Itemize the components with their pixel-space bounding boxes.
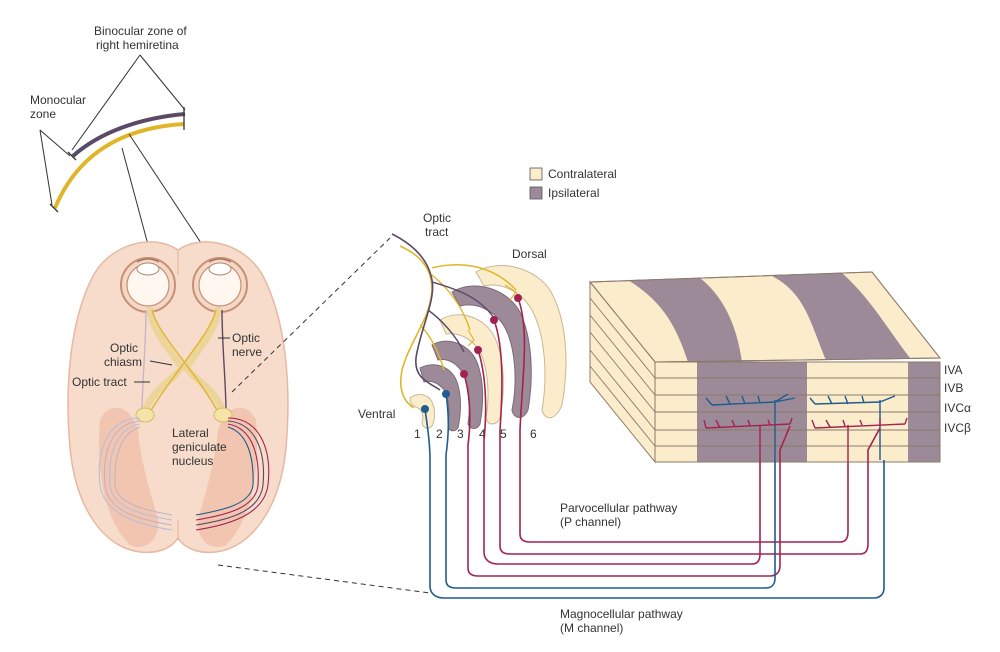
magnocellular-label-2: (M channel) bbox=[560, 621, 623, 635]
magnocellular-label-1: Magnocellular pathway bbox=[560, 607, 683, 621]
dorsal-label: Dorsal bbox=[512, 247, 547, 261]
contralateral-fiber bbox=[399, 245, 433, 409]
legend-swatch-ipsilateral bbox=[529, 186, 543, 200]
lgn-label-2: geniculate bbox=[172, 440, 227, 454]
left-optic-radiation bbox=[98, 417, 173, 531]
parvocellular-pathway bbox=[463, 297, 881, 577]
binocular-zone-arc bbox=[71, 112, 186, 158]
lgn-label-1: Lateral bbox=[172, 426, 209, 440]
cortex-layer-ivc-beta: IVCβ bbox=[944, 421, 971, 435]
optic-nerve-label-1: Optic bbox=[232, 331, 260, 345]
ocular-dominance-stripe-1 bbox=[628, 278, 742, 362]
layer-number-2: 2 bbox=[436, 427, 443, 441]
legend-label-ipsilateral: Ipsilateral bbox=[548, 186, 599, 200]
optic-tract-lgn-label-1: Optic bbox=[423, 211, 451, 225]
layer-number-5: 5 bbox=[500, 427, 507, 441]
layer-number-labels: 1 2 3 4 5 6 bbox=[414, 427, 537, 441]
cortex-block bbox=[588, 271, 942, 464]
right-optic-radiation bbox=[195, 417, 270, 531]
layer-number-4: 4 bbox=[479, 427, 486, 441]
lgn-layer-5 bbox=[451, 285, 532, 418]
legend-label-contralateral: Contralateral bbox=[548, 167, 617, 181]
brain-outline bbox=[67, 241, 289, 554]
ventral-label: Ventral bbox=[358, 407, 395, 421]
cortex-layer-ivb: IVB bbox=[944, 381, 963, 395]
parvo-arbors bbox=[703, 417, 908, 462]
legend-swatch-contralateral bbox=[529, 167, 543, 181]
left-eye bbox=[120, 257, 176, 313]
lgn-layer-6 bbox=[475, 265, 567, 419]
left-temporal-region bbox=[99, 407, 159, 548]
cortex-layer-ivc-alpha: IVCα bbox=[944, 401, 971, 415]
monocular-zone-label-1: Monocular bbox=[30, 93, 86, 107]
layer-number-3: 3 bbox=[457, 427, 464, 441]
cortex-layer-labels: IVA IVB IVCα IVCβ bbox=[944, 363, 971, 435]
right-lgn bbox=[213, 407, 233, 423]
optic-nerve-label-2: nerve bbox=[232, 345, 262, 359]
left-lgn bbox=[135, 407, 155, 423]
lgn-label-3: nucleus bbox=[172, 454, 213, 468]
ocular-dominance-stripe-2 bbox=[770, 273, 910, 360]
right-hemiretina-arc bbox=[53, 122, 185, 209]
layer-number-6: 6 bbox=[530, 427, 537, 441]
optic-chiasm-label-1: Optic bbox=[110, 341, 138, 355]
binocular-zone-label-1: Binocular zone of bbox=[94, 24, 187, 38]
layer-number-1: 1 bbox=[414, 427, 421, 441]
cortex-layer-iva: IVA bbox=[944, 363, 962, 377]
ipsilateral-fiber bbox=[391, 233, 441, 391]
magno-arbors bbox=[705, 393, 896, 460]
magnocellular-pathway bbox=[424, 393, 885, 599]
brain-illustration bbox=[67, 237, 431, 594]
optic-tract-lgn-label-2: tract bbox=[425, 225, 449, 239]
monocular-zone-label-2: zone bbox=[30, 107, 56, 121]
optic-chiasm-label-2: chiasm bbox=[104, 355, 142, 369]
lgn-layer-2 bbox=[419, 364, 461, 432]
left-optic-nerve bbox=[146, 306, 186, 372]
right-eye bbox=[192, 257, 248, 313]
parvocellular-label-1: Parvocellular pathway bbox=[560, 501, 677, 515]
parvocellular-label-2: (P channel) bbox=[560, 515, 621, 529]
legend: Contralateral Ipsilateral bbox=[529, 167, 617, 200]
binocular-zone-label-2: right hemiretina bbox=[96, 38, 179, 52]
lgn-layers bbox=[391, 233, 567, 432]
optic-tract-label: Optic tract bbox=[72, 375, 127, 389]
